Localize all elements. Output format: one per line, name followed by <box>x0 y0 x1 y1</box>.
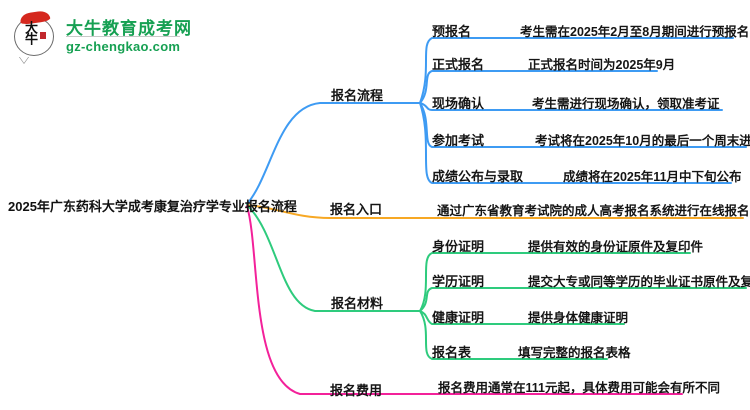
branch-line-material <box>246 204 421 312</box>
node-label: 报名表 <box>432 345 472 360</box>
node-desc: 考试将在2025年10月的最后一个周末进行 <box>535 134 750 148</box>
node-desc: 提供有效的身份证原件及复印件 <box>528 240 704 254</box>
flow-line-4 <box>419 102 747 148</box>
node-label: 预报名 <box>432 24 472 39</box>
flow-line-1 <box>419 37 734 104</box>
daniu-logo-icon: 大牛 <box>12 9 58 63</box>
node-desc: 考生需在2025年2月至8月期间进行预报名 <box>520 25 750 39</box>
node-desc: 正式报名时间为2025年9月 <box>528 58 676 72</box>
material-line-3 <box>419 310 625 325</box>
branch-line-fee <box>246 205 683 395</box>
node-desc: 通过广东省教育考试院的成人高考报名系统进行在线报名 <box>437 204 750 218</box>
node-desc: 报名费用通常在111元起，具体费用可能会有所不同 <box>438 381 720 395</box>
branch-label-flow: 报名流程 <box>331 88 384 103</box>
speech-bubble-shape <box>14 17 54 56</box>
node-desc: 填写完整的报名表格 <box>518 346 631 360</box>
node-label: 身份证明 <box>432 239 485 254</box>
node-desc: 考生需进行现场确认，领取准考证 <box>532 97 720 111</box>
branch-line-flow <box>246 102 421 205</box>
flow-line-3 <box>419 102 723 111</box>
site-domain: gz-chengkao.com <box>66 36 181 54</box>
red-seal-shape <box>40 32 46 39</box>
material-line-1 <box>419 252 691 312</box>
branch-label-fee: 报名费用 <box>330 383 383 398</box>
node-label: 参加考试 <box>432 133 485 148</box>
branch-line-entry <box>246 204 744 219</box>
node-desc: 提交大专或同等学历的毕业证书原件及复印件 <box>528 275 750 289</box>
node-label: 正式报名 <box>432 57 485 72</box>
branch-label-material: 报名材料 <box>331 296 384 311</box>
node-label: 学历证明 <box>432 274 485 289</box>
flow-line-5 <box>419 102 732 184</box>
speech-bubble-tail <box>19 56 29 68</box>
node-desc: 提供身体健康证明 <box>528 311 629 325</box>
site-title: 大牛教育成考网 <box>66 19 192 38</box>
branch-label-entry: 报名入口 <box>330 202 383 217</box>
material-line-2 <box>419 287 747 312</box>
flow-line-2 <box>419 70 658 104</box>
site-logo: 大牛 大牛教育成考网 gz-chengkao.com <box>10 8 240 64</box>
node-label: 成绩公布与录取 <box>432 169 524 184</box>
material-line-4 <box>419 310 608 360</box>
node-label: 现场确认 <box>432 96 485 111</box>
node-desc: 成绩将在2025年11月中下旬公布 <box>563 170 742 184</box>
logo-icon-text: 大牛 <box>23 21 38 43</box>
node-label: 健康证明 <box>432 310 485 325</box>
root-topic: 2025年广东药科大学成考康复治疗学专业报名流程 <box>8 199 297 214</box>
